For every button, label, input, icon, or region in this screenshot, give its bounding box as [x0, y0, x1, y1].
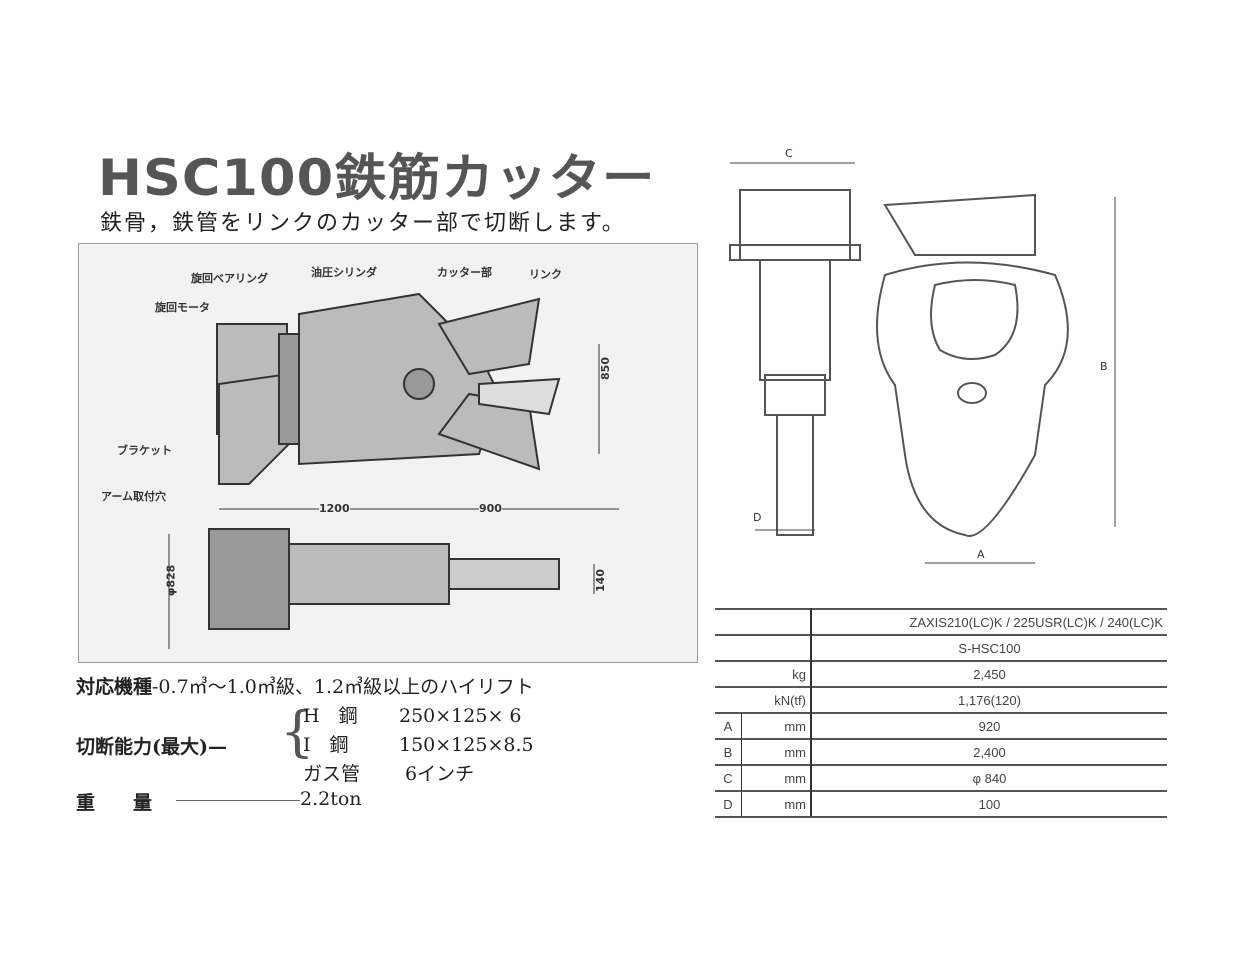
- spec-table: ZAXIS210(LC)K / 225USR(LC)K / 240(LC)K S…: [715, 608, 1167, 818]
- dim-c: C: [785, 147, 793, 160]
- unit: kg: [715, 660, 812, 687]
- cut-item-name: H 鋼: [303, 705, 358, 727]
- unit: kN(tf): [715, 686, 812, 713]
- key: A: [715, 712, 742, 739]
- side-view-diagram: 旋回ベアリング 油圧シリンダ カッター部 リンク 旋回モータ ブラケット アーム…: [78, 243, 698, 663]
- spec-weight-label: 重 量: [76, 792, 153, 814]
- table-row: kN(tf)1,176(120): [715, 686, 1167, 713]
- value: 2,400: [811, 738, 1167, 765]
- unit: mm: [741, 764, 812, 791]
- subtitle: 鉄骨，鉄管をリンクのカッター部で切断します。: [100, 211, 626, 236]
- spec-weight-value: 2.2ton: [300, 788, 362, 810]
- table-row: S-HSC100: [715, 634, 1167, 661]
- unit: mm: [741, 712, 812, 739]
- dim-d: D: [753, 511, 762, 524]
- value: 920: [811, 712, 1167, 739]
- unit: mm: [741, 738, 812, 765]
- cut-item-value: 250×125× 6: [399, 705, 522, 727]
- dim-b: B: [1100, 360, 1108, 373]
- spec-cut-item: I 鋼 150×125×8.5: [303, 731, 534, 760]
- table-model: S-HSC100: [811, 634, 1167, 661]
- value: 2,450: [811, 660, 1167, 687]
- front-view-diagram: C B D A: [705, 125, 1200, 585]
- spec-cut-list: H 鋼 250×125× 6 I 鋼 150×125×8.5 ガス管 6インチ: [303, 702, 534, 789]
- cut-item-name: I 鋼: [303, 734, 349, 756]
- table-header: ZAXIS210(LC)K / 225USR(LC)K / 240(LC)K: [811, 608, 1167, 635]
- key: C: [715, 764, 742, 791]
- label-cutter: カッター部: [437, 266, 492, 279]
- page-title: HSC100鉄筋カッター: [98, 149, 656, 207]
- spec-cut-item: H 鋼 250×125× 6: [303, 702, 534, 731]
- leader-line: [176, 800, 300, 801]
- spec-cut-label: 切断能力(最大)—: [76, 736, 227, 758]
- label-bearing: 旋回ベアリング: [191, 272, 268, 285]
- label-arm-hole: アーム取付穴: [101, 490, 167, 503]
- value: 100: [811, 790, 1167, 818]
- dim-140: 140: [593, 569, 607, 592]
- label-cylinder: 油圧シリンダ: [311, 266, 377, 279]
- brace: {: [280, 700, 315, 763]
- cut-item-value: 150×125×8.5: [399, 734, 534, 756]
- attachment-drawing: [729, 162, 1116, 564]
- spec-machine-value: -0.7㎥～1.0㎥級、1.2㎥級以上のハイリフト: [152, 676, 534, 698]
- spec-machine: 対応機種-0.7㎥～1.0㎥級、1.2㎥級以上のハイリフト: [76, 672, 534, 699]
- label-bracket: ブラケット: [117, 444, 172, 457]
- spec-machine-label: 対応機種: [76, 676, 153, 698]
- cut-item-value: 6インチ: [399, 763, 475, 785]
- dim-a: A: [977, 548, 985, 561]
- dim-828: φ828: [164, 564, 178, 597]
- value: φ 840: [811, 764, 1167, 791]
- dim-850: 850: [598, 357, 612, 380]
- spec-cut-item: ガス管 6インチ: [303, 760, 534, 789]
- dim-900: 900: [479, 502, 502, 515]
- key: B: [715, 738, 742, 765]
- cut-item-name: ガス管: [303, 763, 361, 785]
- table-row: ZAXIS210(LC)K / 225USR(LC)K / 240(LC)K: [715, 608, 1167, 635]
- dim-1200: 1200: [319, 502, 350, 515]
- label-link: リンク: [529, 268, 562, 281]
- unit: mm: [741, 790, 812, 818]
- value: 1,176(120): [811, 686, 1167, 713]
- label-motor: 旋回モータ: [155, 301, 210, 314]
- key: D: [715, 790, 742, 818]
- cutter-drawing: [168, 292, 619, 649]
